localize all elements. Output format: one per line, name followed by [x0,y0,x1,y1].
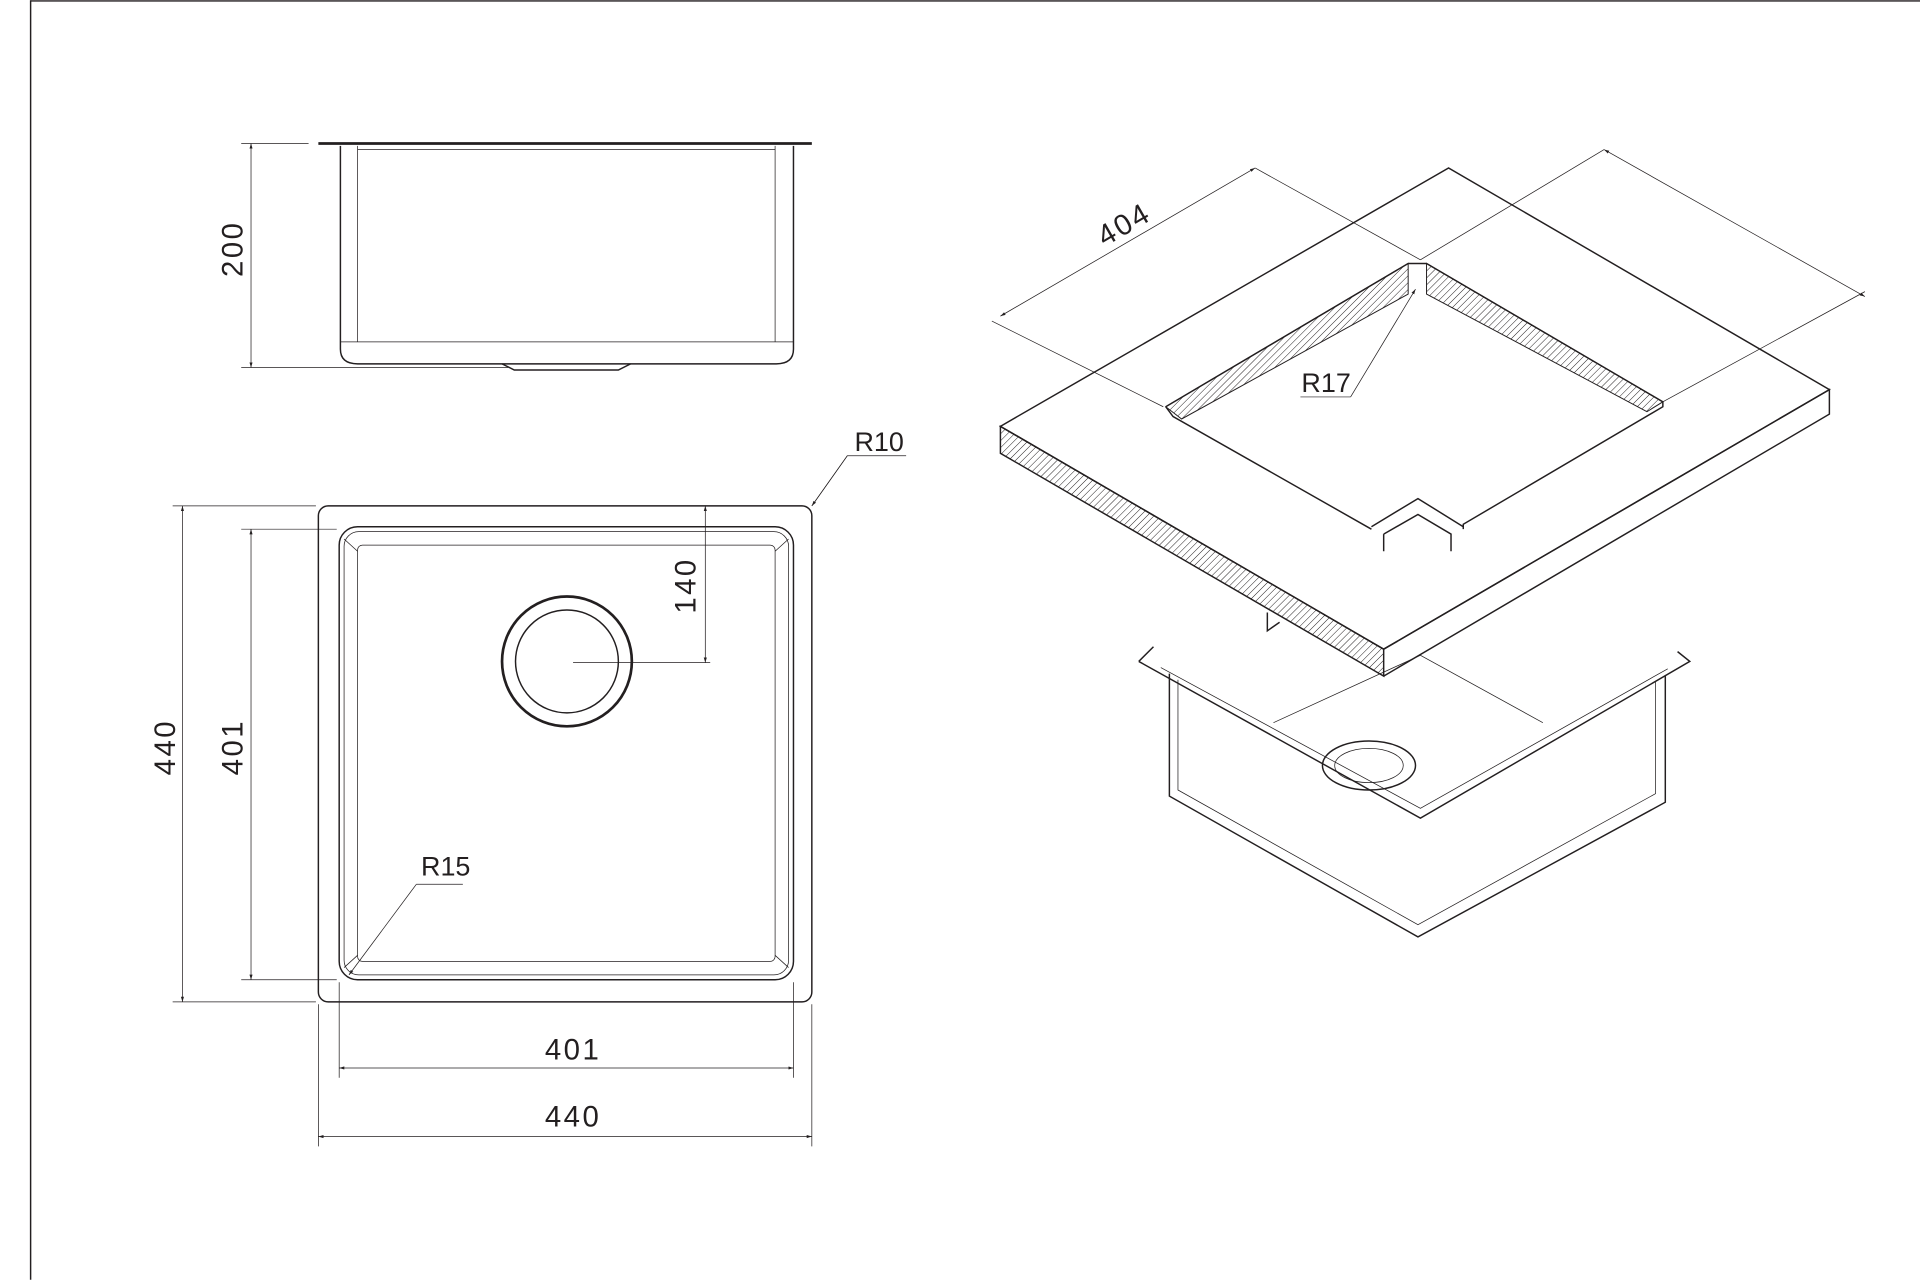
drain-offset-label: 140 [670,557,703,613]
frame-border [29,0,1920,1280]
drain-inner [514,609,620,714]
outer-width-label: 440 [545,1101,601,1134]
side-view: 200 [216,142,812,371]
height-dimension-label: 200 [216,221,249,277]
outer-radius-label: R10 [854,427,903,457]
inner-radius-label: R15 [421,852,470,882]
drain-outer [500,595,634,728]
outer-height-label: 440 [149,719,182,775]
isometric-view: 404 R17 [991,149,1866,938]
inner-width-label: 401 [545,1033,601,1066]
inner-height-label: 401 [216,719,249,775]
cutout-radius-label: R17 [1301,368,1350,398]
plan-view: 140 440 401 401 440 R10 R15 [149,427,907,1147]
